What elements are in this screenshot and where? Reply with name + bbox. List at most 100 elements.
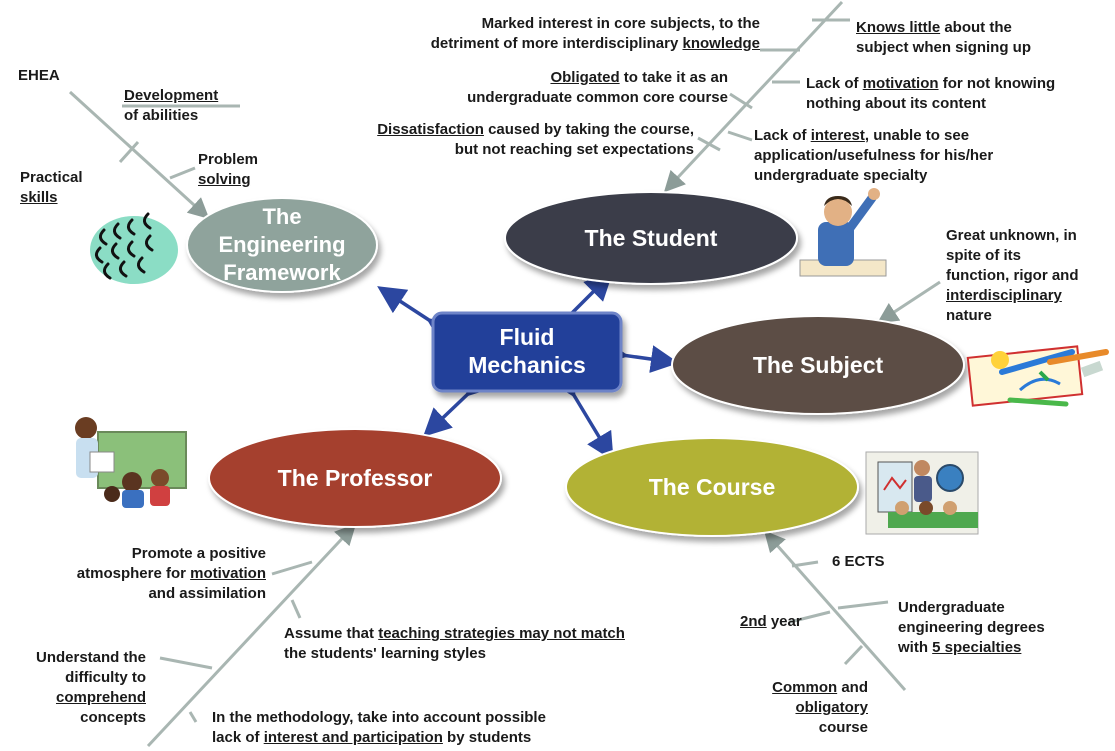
knows-rest: about the [940,19,1012,36]
ehea-branch-line [68,90,210,220]
node-subject [671,315,965,415]
year-label: 2nd year [740,612,802,632]
year-rest: year [766,613,802,630]
degrees-line2: engineering degrees [898,619,1045,636]
framework-line3: Framework [223,260,341,285]
professor-sub-3 [159,656,213,670]
ehea-label: EHEA [18,67,60,84]
degrees-label: Undergraduate engineering degrees with 5… [898,598,1045,658]
problem-solving-label: Problem solving [198,150,258,190]
dissatisfaction-rest: caused by taking the course, [483,121,694,138]
problem-underlined: solving [198,171,251,188]
unknown-line5: nature [946,307,992,324]
drawing-clipart [966,345,1109,407]
obligated-label: Obligated to take it as an undergraduate… [380,68,728,108]
framework-node-label: The Engineering Framework [187,203,377,287]
obligated-line2: undergraduate common core course [467,89,728,106]
ehea-sub-2 [118,140,140,164]
professor-sub-2 [290,599,302,619]
course-node-label: The Course [648,474,776,500]
subject-branch-line [876,280,941,324]
student-node-label: The Student [584,225,718,251]
promote-underlined: motivation [190,565,266,582]
common-line3: course [818,719,868,736]
interest-line1a: Lack of [754,127,811,144]
framework-line1: The [262,204,302,229]
classroom-clipart [865,451,979,535]
understand-label: Understand the difficulty to comprehend … [2,648,146,728]
interest-underlined: interest [810,127,865,144]
subject-node-label: The Subject [752,352,884,378]
understand-line4: concepts [80,709,146,726]
interest-line3: undergraduate specialty [754,167,928,184]
interest-line1b: , unable to see [864,127,970,144]
course-sub-1 [791,560,819,568]
course-branch-line [764,530,907,691]
motivation-line1a: Lack of [806,75,863,92]
teacher-clipart [75,417,187,508]
methodology-underlined: interest and participation [263,729,443,746]
year-underlined: 2nd [740,613,767,630]
promote-line2a: atmosphere for [76,565,191,582]
assume-underlined: teaching strategies may not match [378,625,625,642]
understand-line1: Understand the [35,649,146,666]
unknown-line2: spite of its [946,247,1022,264]
interest-line2: application/usefulness for his/her [754,147,994,164]
development-rest: of abilities [124,107,199,124]
assume-label: Assume that teaching strategies may not … [284,624,625,664]
unknown-underlined: interdisciplinary [946,287,1062,304]
problem-line1: Problem [198,151,259,168]
development-label: Development of abilities [124,86,218,126]
degrees-line3a: with [898,639,933,656]
practical-skills-label: Practical skills [20,168,83,208]
center-node-label: Fluid Mechanics [433,323,621,379]
promote-line3: and assimilation [148,585,266,602]
node-engineering-framework [186,197,378,293]
practical-underlined: skills [20,189,58,206]
arrow-professor [422,367,495,437]
arrow-course [549,366,614,461]
ehea-sub-3 [169,166,196,180]
assume-line1a: Assume that [284,625,379,642]
center-line2: Mechanics [468,352,586,378]
arrow-subject [599,338,679,373]
waves-clipart [90,212,178,284]
student-sub-6 [727,130,753,142]
professor-node-label: The Professor [277,465,433,491]
methodology-line1: In the methodology, take into account po… [212,709,546,726]
lack-interest-label: Lack of interest, unable to see applicat… [754,126,993,186]
understand-line2: difficulty to [65,669,146,686]
professor-branch-line [146,523,357,748]
obligated-underlined: Obligated [550,69,620,86]
course-sub-2 [789,610,831,624]
common-rest: and [837,679,868,696]
motivation-line1b: for not knowing [938,75,1056,92]
knows-line2: subject when signing up [856,39,1032,56]
promote-label: Promote a positive atmosphere for motiva… [60,544,266,604]
dissatisfaction-line2: but not reaching set expectations [454,141,694,158]
lack-motivation-label: Lack of motivation for not knowing nothi… [806,74,1055,114]
marked-line2a: detriment of more interdisciplinary [430,35,683,52]
arrow-framework [377,286,458,346]
course-sub-4 [843,644,864,666]
student-clipart [799,188,887,277]
node-professor [208,428,502,528]
motivation-underlined: motivation [862,75,939,92]
branch-lines [68,0,941,748]
ects-label: 6 ECTS [832,553,885,570]
great-unknown-label: Great unknown, in spite of its function,… [946,226,1079,326]
common-underlined: Common [772,679,838,696]
node-course [565,437,859,537]
obligatory-underlined: obligatory [795,699,868,716]
node-fluid-mechanics [431,311,623,393]
motivation-line2: nothing about its content [806,95,986,112]
professor-sub-1 [271,560,313,576]
student-branch-line [663,0,844,193]
framework-line2: Engineering [218,232,346,257]
course-sub-3 [837,600,889,610]
promote-line1: Promote a positive [131,545,266,562]
dissatisfaction-underlined: Dissatisfaction [377,121,484,138]
obligated-rest: to take it as an [619,69,728,86]
methodology-line2b: by students [442,729,532,746]
